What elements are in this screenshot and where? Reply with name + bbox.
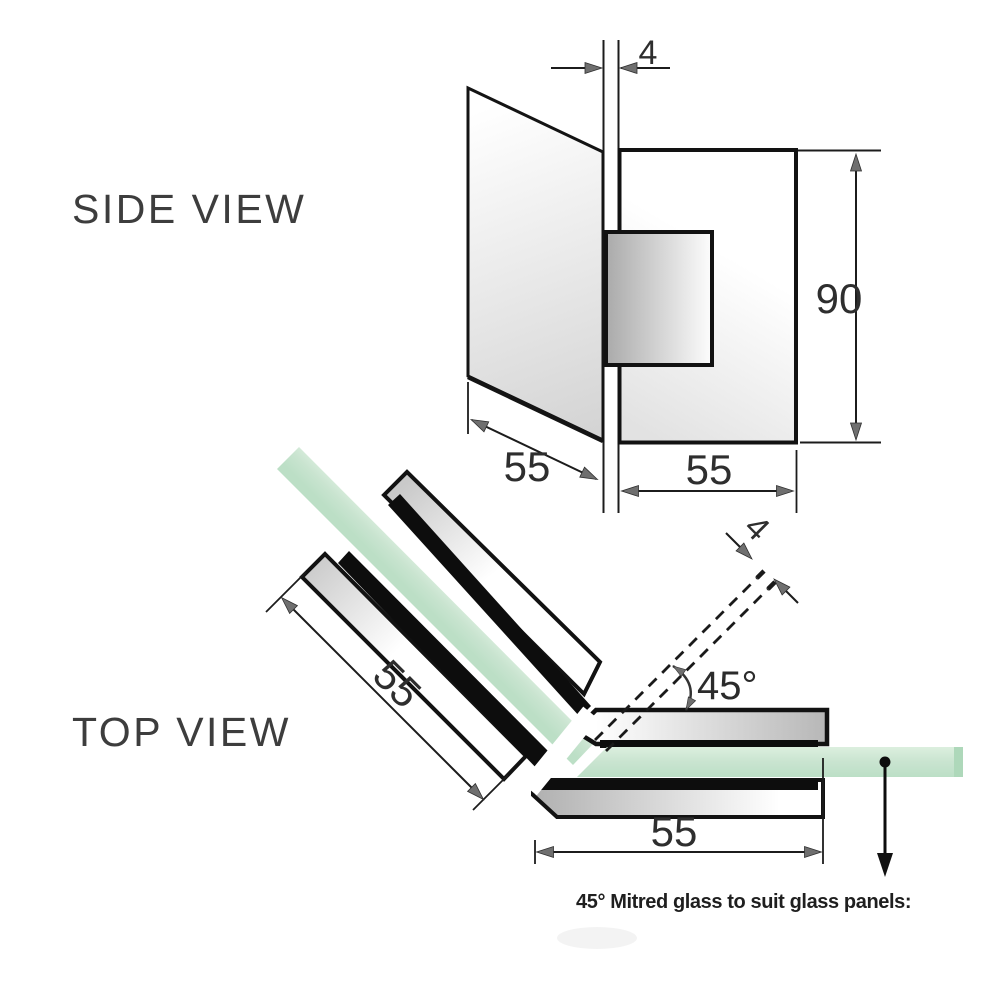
glass-panel-pointer xyxy=(877,756,893,877)
horiz-plate-upper xyxy=(571,707,830,747)
horiz-gasket-lower xyxy=(533,780,818,790)
side-glass-bottom-edge xyxy=(467,374,604,444)
top-view: 4 45° 55 55 xyxy=(72,447,963,949)
dim-angle: 45° xyxy=(670,662,758,713)
pointer-dot xyxy=(879,756,891,768)
dim-label-angle: 45° xyxy=(697,664,758,708)
dim-label-glass-depth: 55 xyxy=(504,443,551,490)
top-horizontal-assembly xyxy=(531,707,963,819)
horiz-glass-end-edge xyxy=(954,747,963,777)
dim-label-gap-side: 4 xyxy=(639,34,658,72)
dim-horiz-plate: 55 xyxy=(534,758,824,864)
dim-label-plate-width: 55 xyxy=(686,446,733,493)
side-view-title: SIDE VIEW xyxy=(72,186,306,232)
mitred-glass-caption: 45° Mitred glass to suit glass panels: xyxy=(576,891,911,913)
dim-label-gap-top: 4 xyxy=(737,508,777,548)
dim-plate-height: 90 xyxy=(798,149,881,444)
diag-glass-panel xyxy=(277,447,594,765)
horiz-glass-panel xyxy=(577,747,963,777)
dim-glass-depth: 55 xyxy=(467,382,601,490)
mitre-seam xyxy=(521,706,599,796)
dim-gap-top: 4 xyxy=(725,508,799,604)
side-hinge-knuckle xyxy=(604,230,714,367)
dim-label-height: 90 xyxy=(816,275,863,322)
horiz-gasket-upper xyxy=(600,740,818,748)
dim-plate-width: 55 xyxy=(621,446,798,513)
side-view: 4 90 55 55 SIDE VIEW xyxy=(72,34,881,513)
dim-glass-thickness: 4 xyxy=(551,34,670,74)
print-smudge xyxy=(557,927,637,949)
top-view-title: TOP VIEW xyxy=(72,709,291,755)
dim-label-horiz-plate: 55 xyxy=(651,808,698,855)
gap-projection-dashes xyxy=(594,569,777,752)
diag-gasket-lower xyxy=(338,551,554,775)
diag-gasket-upper xyxy=(388,494,591,717)
top-diagonal-assembly xyxy=(277,447,603,782)
